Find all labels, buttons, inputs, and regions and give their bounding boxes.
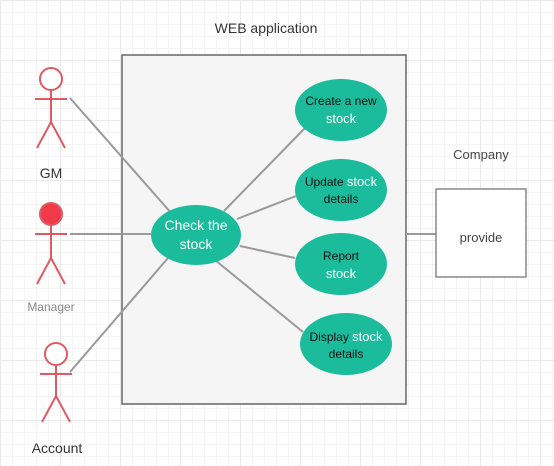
usecase-ellipse — [300, 313, 392, 375]
usecase-create-line1: Create a new — [305, 94, 377, 108]
usecase-update-line1: Update stock — [305, 174, 378, 189]
company-label: Company — [453, 147, 509, 162]
assoc-check-display — [214, 259, 304, 333]
usecase-check-line1: Check the — [164, 217, 227, 233]
usecase-report-line2: stock — [326, 266, 357, 281]
usecase-create-stock[interactable]: Create a new stock — [295, 79, 387, 141]
actor-head — [39, 67, 63, 91]
usecase-update-line2: details — [324, 192, 359, 206]
usecase-check-line2: stock — [180, 236, 214, 252]
usecase-display-line1: Display stock — [309, 329, 383, 344]
company-box[interactable] — [435, 188, 527, 278]
assoc-gm-check — [69, 97, 173, 215]
assoc-check-update — [236, 195, 297, 220]
usecase-create-line2: stock — [326, 111, 357, 126]
associations — [69, 97, 436, 373]
diagram-title: WEB application — [215, 20, 318, 36]
usecase-display-line2: details — [329, 347, 364, 361]
actor-gm-label: GM — [40, 165, 63, 181]
actor-account[interactable] — [40, 342, 72, 423]
usecase-ellipse — [151, 205, 241, 265]
actor-head — [39, 202, 63, 226]
usecase-display-word1: Display — [309, 330, 352, 344]
usecase-ellipse — [295, 233, 387, 295]
usecase-update-word1: Update — [305, 175, 347, 189]
usecase-display-stock[interactable]: Display stock details — [300, 313, 392, 375]
actor-manager-label: Manager — [27, 300, 74, 314]
usecase-report-stock[interactable]: Report stock — [295, 233, 387, 295]
usecase-update-word2: stock — [347, 174, 378, 189]
actor-manager[interactable] — [35, 202, 67, 285]
actor-head — [44, 342, 68, 366]
assoc-check-create — [223, 127, 306, 212]
actor-account-label: Account — [32, 440, 83, 456]
assoc-check-report — [239, 245, 296, 259]
usecase-report-line1: Report — [323, 249, 360, 263]
usecase-ellipse — [295, 159, 387, 221]
actor-gm[interactable] — [35, 67, 67, 149]
assoc-account-check — [69, 257, 169, 373]
company-box-text: provide — [460, 230, 503, 245]
usecase-update-stock[interactable]: Update stock details — [295, 159, 387, 221]
usecase-check-stock[interactable]: Check the stock — [151, 205, 241, 265]
usecase-ellipse — [295, 79, 387, 141]
usecase-display-word2: stock — [352, 329, 383, 344]
